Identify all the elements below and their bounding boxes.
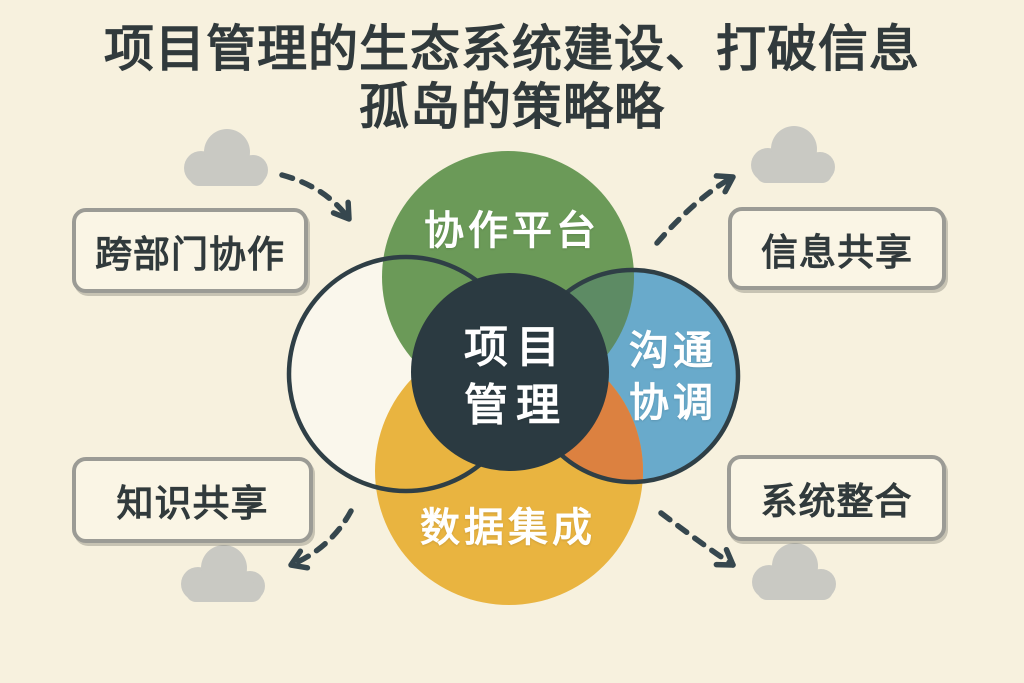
callout-top-right-label: 信息共享	[761, 231, 913, 273]
page-title: 项目管理的生态系统建设、打破信息 孤岛的策略略	[0, 20, 1024, 136]
bottom-left-dashed-arrow-icon	[288, 508, 354, 571]
top-right-cloud-icon	[751, 126, 835, 183]
right-circle-label-line2: 协调	[629, 381, 717, 425]
page-title-line2: 孤岛的策略略	[359, 79, 665, 135]
callout-bottom-left-label: 知识共享	[116, 483, 269, 524]
bottom-right-dashed-arrow-icon	[658, 510, 736, 568]
top-left-cloud-icon	[184, 129, 268, 186]
center-circle-label-line2: 管理	[464, 381, 568, 430]
page-title-line1: 项目管理的生态系统建设、打破信息	[104, 21, 920, 77]
center-circle	[411, 273, 609, 471]
top-circle-label: 协作平台	[424, 209, 600, 253]
bottom-left-cloud-icon	[181, 545, 265, 602]
callout-top-left: 跨部门协作	[72, 208, 308, 293]
bottom-circle-label: 数据集成	[420, 506, 596, 550]
callout-top-right: 信息共享	[728, 207, 946, 290]
center-circle-label-line1: 项目	[464, 323, 568, 372]
callout-bottom-right-label: 系统整合	[760, 481, 913, 522]
center-circle-label: 项目 管理	[456, 319, 568, 435]
right-circle-label-line1: 沟通	[629, 329, 717, 373]
right-circle-label: 沟通 协调	[629, 325, 717, 429]
top-left-dashed-arrow-icon	[279, 172, 352, 222]
callout-bottom-left: 知识共享	[72, 457, 313, 543]
callout-top-left-label: 跨部门协作	[95, 233, 285, 275]
bottom-right-cloud-icon	[752, 543, 836, 600]
callout-bottom-right: 系统整合	[727, 455, 946, 541]
top-right-dashed-arrow-icon	[654, 173, 736, 246]
